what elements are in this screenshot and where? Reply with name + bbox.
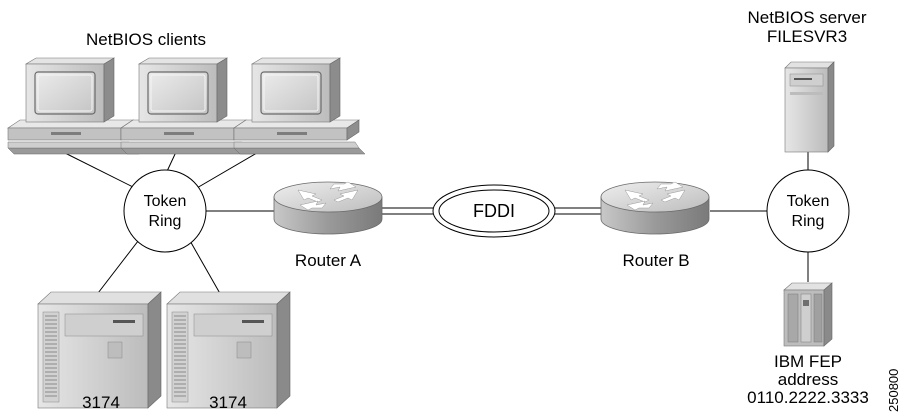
tower-server-icon <box>784 61 835 153</box>
controller-1-label: 3174 <box>82 393 120 412</box>
controller-2-label: 3174 <box>209 393 247 412</box>
fddi-label: FDDI <box>473 201 515 221</box>
token-ring-icon <box>766 169 850 253</box>
fddi-ring-icon <box>432 184 556 238</box>
clients-label: NetBIOS clients <box>86 30 206 49</box>
token-ring-left-line2: Ring <box>148 213 182 230</box>
link-client3-ring <box>189 149 263 193</box>
pc-icon <box>7 57 140 155</box>
server-label: NetBIOS server FILESVR3 <box>733 8 881 46</box>
mainframe-controller-icon <box>166 291 291 409</box>
token-ring-left-label: Token Ring <box>125 192 205 232</box>
token-ring-right-label: Token Ring <box>768 192 848 232</box>
token-ring-left-line1: Token <box>143 193 187 210</box>
router-icon <box>273 181 383 235</box>
router-a-label: Router A <box>294 251 362 270</box>
pc-icon <box>233 57 366 155</box>
fddi-links <box>378 207 603 215</box>
fep-label-line1: IBM FEP <box>773 352 842 371</box>
figure-id: 250800 <box>886 368 901 412</box>
fep-label-line3: 0110.2222.3333 <box>747 388 869 407</box>
mainframe-controller-icon <box>37 291 162 409</box>
fep-icon <box>783 282 833 347</box>
router-icon <box>600 181 710 235</box>
pc-icon <box>120 57 253 155</box>
link-client1-ring <box>62 151 144 193</box>
server-label-line2: FILESVR3 <box>766 27 848 46</box>
token-ring-right-line2: Ring <box>791 213 825 230</box>
token-ring-right-line1: Token <box>786 193 830 210</box>
server-label-line1: NetBIOS server <box>747 8 867 27</box>
router-b-label: Router B <box>622 251 690 270</box>
fep-label: IBM FEP address 0110.2222.3333 <box>735 353 881 407</box>
link-ring-controller1 <box>94 231 146 298</box>
token-ring-icon <box>123 169 207 253</box>
fep-label-line2: address <box>777 370 839 389</box>
